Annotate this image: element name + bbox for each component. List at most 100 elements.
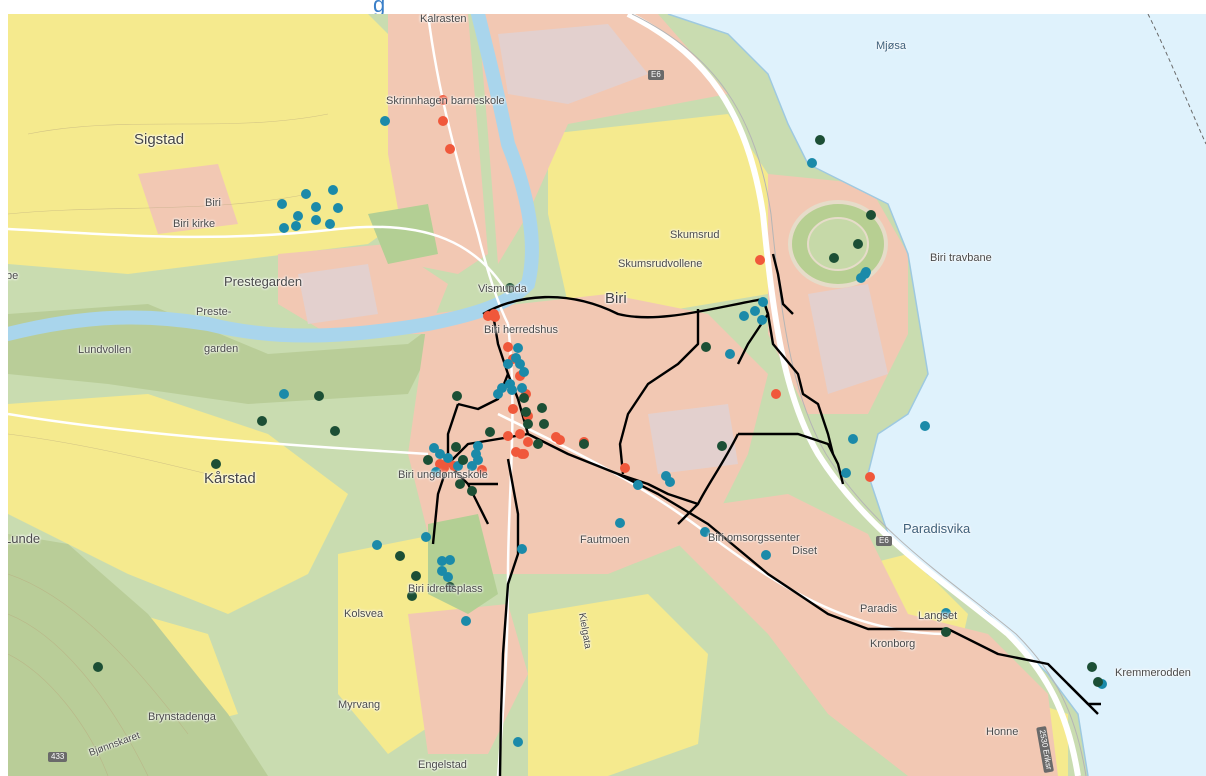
green-point-marker[interactable]: [533, 439, 543, 449]
green-point-marker[interactable]: [485, 427, 495, 437]
red-point-marker[interactable]: [438, 116, 448, 126]
red-point-marker[interactable]: [515, 429, 525, 439]
blue-point-marker[interactable]: [757, 315, 767, 325]
blue-point-marker[interactable]: [279, 223, 289, 233]
red-point-marker[interactable]: [771, 389, 781, 399]
blue-point-marker[interactable]: [325, 219, 335, 229]
green-point-marker[interactable]: [330, 426, 340, 436]
blue-point-marker[interactable]: [700, 527, 710, 537]
blue-point-marker[interactable]: [503, 359, 513, 369]
point-markers[interactable]: [93, 95, 1107, 747]
blue-point-marker[interactable]: [807, 158, 817, 168]
blue-point-marker[interactable]: [473, 441, 483, 451]
blue-point-marker[interactable]: [443, 453, 453, 463]
map-view[interactable]: Kalrasten Skrinnhagen barneskole Sigstad…: [8, 14, 1206, 776]
blue-point-marker[interactable]: [333, 203, 343, 213]
red-point-marker[interactable]: [490, 312, 500, 322]
green-point-marker[interactable]: [467, 486, 477, 496]
green-point-marker[interactable]: [407, 591, 417, 601]
green-point-marker[interactable]: [815, 135, 825, 145]
red-point-marker[interactable]: [477, 465, 487, 475]
green-point-marker[interactable]: [1087, 662, 1097, 672]
blue-point-marker[interactable]: [725, 349, 735, 359]
red-point-marker[interactable]: [508, 404, 518, 414]
blue-point-marker[interactable]: [848, 434, 858, 444]
green-point-marker[interactable]: [519, 393, 529, 403]
green-point-marker[interactable]: [452, 391, 462, 401]
green-point-marker[interactable]: [455, 479, 465, 489]
green-point-marker[interactable]: [701, 342, 711, 352]
green-point-marker[interactable]: [941, 627, 951, 637]
green-point-marker[interactable]: [539, 419, 549, 429]
blue-point-marker[interactable]: [311, 215, 321, 225]
blue-point-marker[interactable]: [633, 480, 643, 490]
green-point-marker[interactable]: [537, 403, 547, 413]
green-point-marker[interactable]: [1093, 677, 1103, 687]
green-point-marker[interactable]: [411, 571, 421, 581]
blue-point-marker[interactable]: [291, 221, 301, 231]
green-point-marker[interactable]: [395, 551, 405, 561]
blue-point-marker[interactable]: [445, 555, 455, 565]
blue-point-marker[interactable]: [841, 468, 851, 478]
blue-point-marker[interactable]: [739, 311, 749, 321]
green-point-marker[interactable]: [579, 439, 589, 449]
blue-point-marker[interactable]: [517, 544, 527, 554]
blue-point-marker[interactable]: [519, 367, 529, 377]
red-point-marker[interactable]: [620, 463, 630, 473]
green-point-marker[interactable]: [853, 239, 863, 249]
blue-point-marker[interactable]: [507, 385, 517, 395]
green-point-marker[interactable]: [451, 442, 461, 452]
green-point-marker[interactable]: [458, 455, 468, 465]
green-point-marker[interactable]: [211, 459, 221, 469]
blue-point-marker[interactable]: [750, 306, 760, 316]
green-point-marker[interactable]: [257, 416, 267, 426]
blue-point-marker[interactable]: [920, 421, 930, 431]
blue-point-marker[interactable]: [758, 297, 768, 307]
blue-point-marker[interactable]: [301, 189, 311, 199]
blue-point-marker[interactable]: [277, 199, 287, 209]
green-point-marker[interactable]: [717, 441, 727, 451]
green-point-marker[interactable]: [93, 662, 103, 672]
blue-point-marker[interactable]: [861, 267, 871, 277]
blue-point-marker[interactable]: [311, 202, 321, 212]
red-point-marker[interactable]: [517, 449, 527, 459]
blue-point-marker[interactable]: [513, 343, 523, 353]
green-point-marker[interactable]: [866, 210, 876, 220]
blue-point-marker[interactable]: [443, 572, 453, 582]
blue-point-marker[interactable]: [372, 540, 382, 550]
green-point-marker[interactable]: [445, 582, 455, 592]
blue-point-marker[interactable]: [421, 532, 431, 542]
blue-point-marker[interactable]: [761, 550, 771, 560]
blue-point-marker[interactable]: [435, 449, 445, 459]
blue-point-marker[interactable]: [431, 467, 441, 477]
green-point-marker[interactable]: [829, 253, 839, 263]
blue-point-marker[interactable]: [517, 383, 527, 393]
blue-point-marker[interactable]: [493, 389, 503, 399]
green-point-marker[interactable]: [423, 455, 433, 465]
red-point-marker[interactable]: [865, 472, 875, 482]
red-point-marker[interactable]: [503, 431, 513, 441]
red-point-marker[interactable]: [503, 342, 513, 352]
green-point-marker[interactable]: [314, 391, 324, 401]
blue-point-marker[interactable]: [380, 116, 390, 126]
blue-point-marker[interactable]: [328, 185, 338, 195]
blue-point-marker[interactable]: [461, 616, 471, 626]
blue-point-marker[interactable]: [941, 608, 951, 618]
blue-point-marker[interactable]: [615, 518, 625, 528]
blue-point-marker[interactable]: [279, 389, 289, 399]
blue-point-marker[interactable]: [293, 211, 303, 221]
red-point-marker[interactable]: [438, 95, 448, 105]
green-point-marker[interactable]: [523, 419, 533, 429]
red-point-marker[interactable]: [445, 144, 455, 154]
green-point-marker[interactable]: [521, 407, 531, 417]
basemap[interactable]: [8, 14, 1206, 776]
blue-point-marker[interactable]: [513, 737, 523, 747]
green-point-marker[interactable]: [505, 283, 515, 293]
red-point-marker[interactable]: [555, 435, 565, 445]
blue-point-marker[interactable]: [437, 556, 447, 566]
red-point-marker[interactable]: [755, 255, 765, 265]
blue-point-marker[interactable]: [515, 359, 525, 369]
blue-point-marker[interactable]: [467, 461, 477, 471]
red-point-marker[interactable]: [523, 437, 533, 447]
blue-point-marker[interactable]: [665, 477, 675, 487]
